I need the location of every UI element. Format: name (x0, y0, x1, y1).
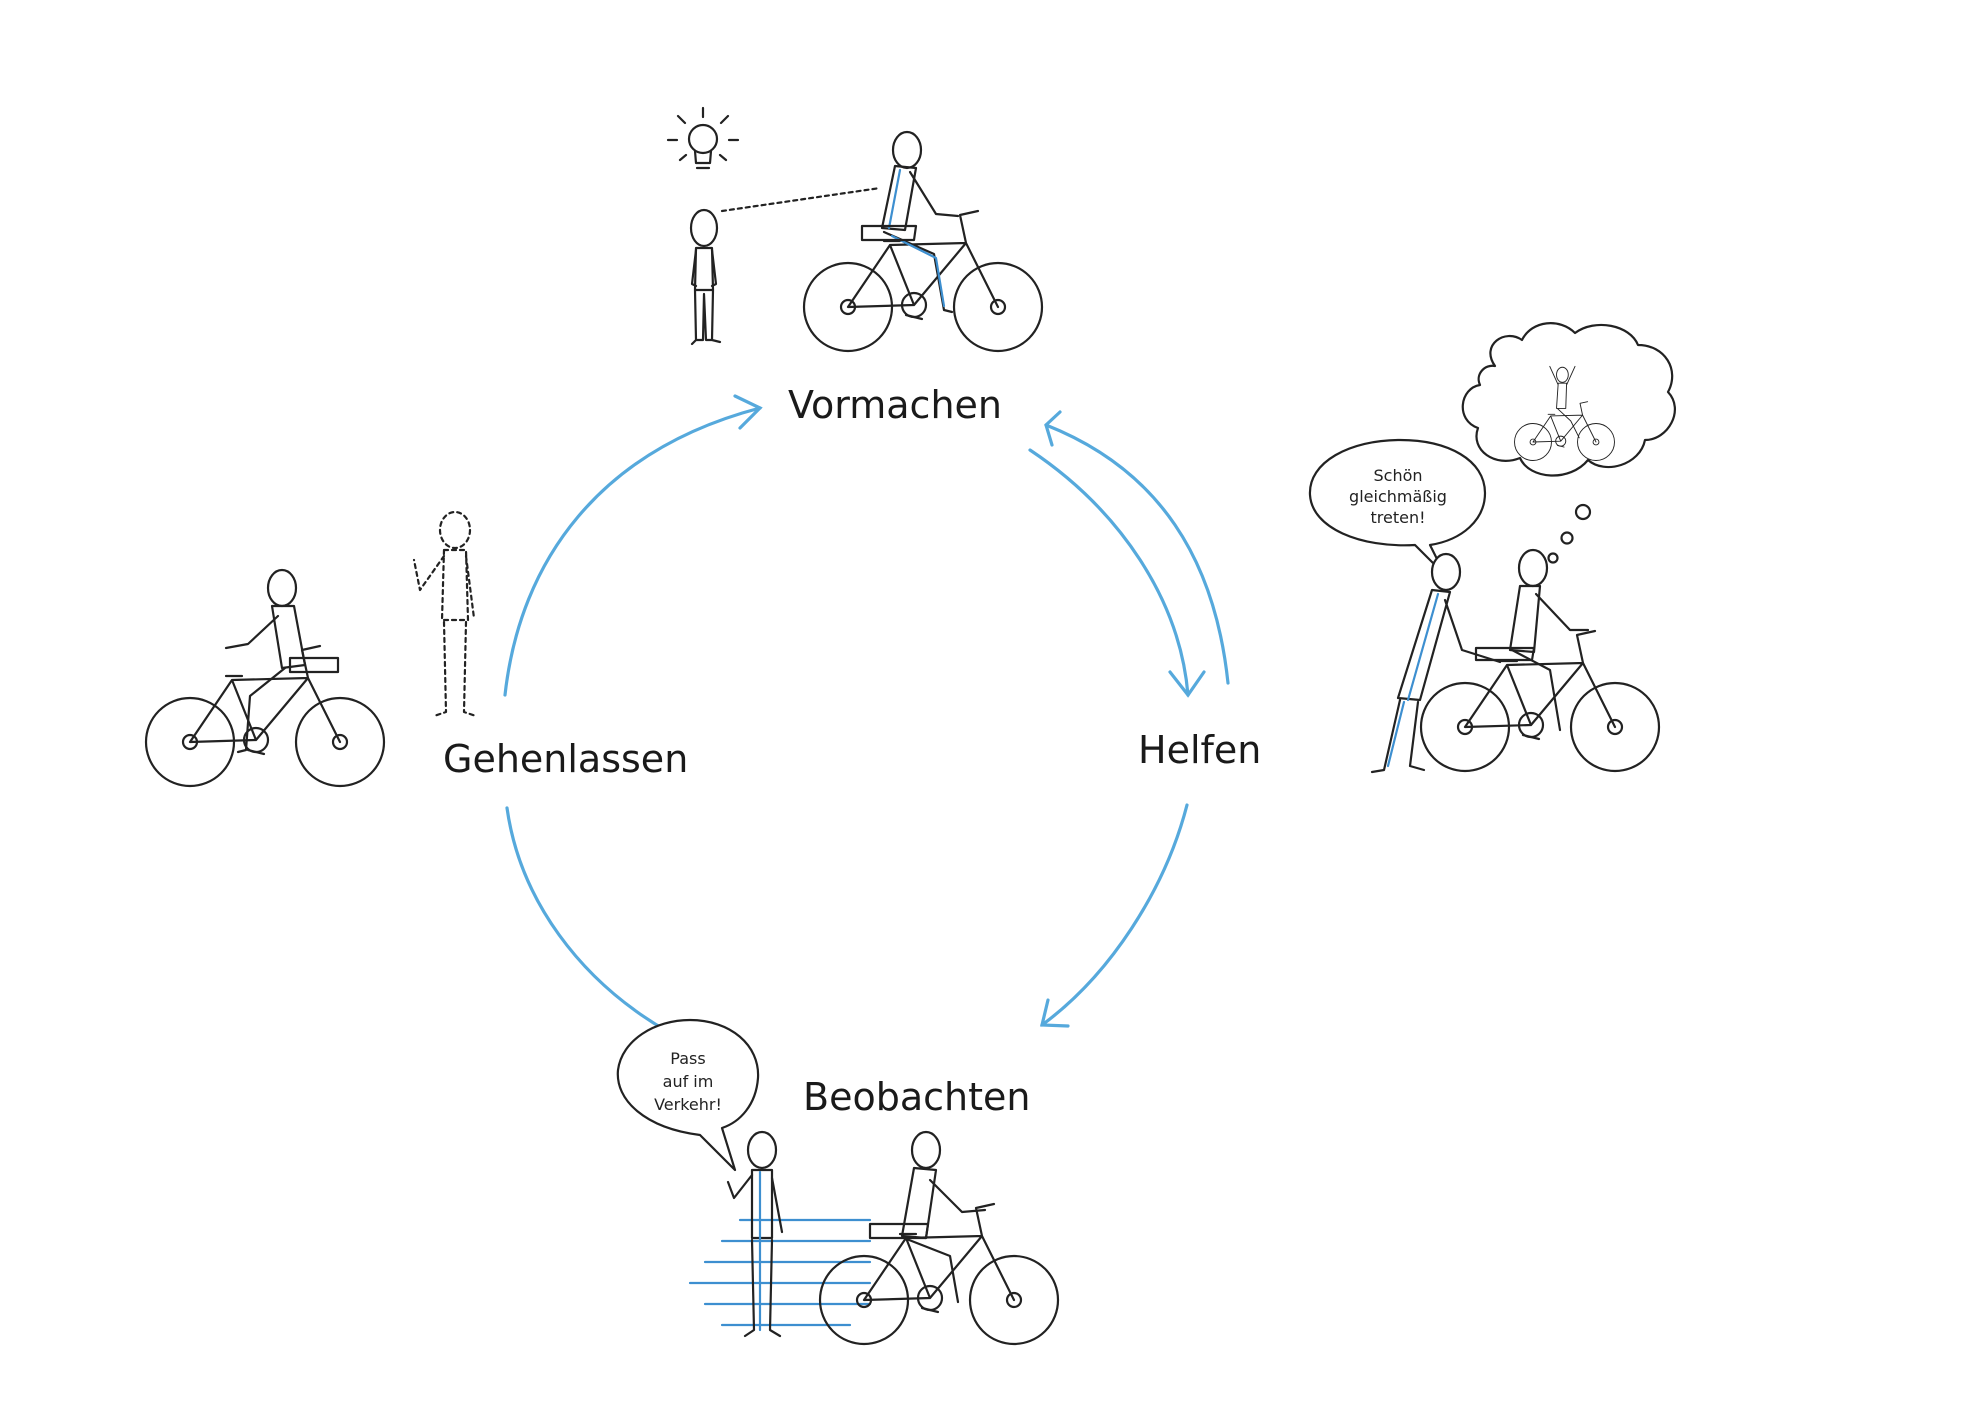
cycle-arrows (503, 394, 1230, 1032)
speech-bubble-beobachten: Pass auf im Verkehr! (616, 1018, 760, 1172)
dashed-sightline (720, 186, 882, 213)
arrow-bottom-to-left (505, 806, 667, 1032)
thought-bubble (1461, 322, 1676, 564)
teacher-fading-out (412, 510, 478, 718)
label-helfen: Helfen (1138, 728, 1261, 772)
illustration-beobachten: Pass auf im Verkehr! (616, 1018, 1060, 1346)
label-gehenlassen: Gehenlassen (443, 737, 688, 781)
rider-observed (868, 1130, 987, 1304)
speech-line-3: Verkehr! (654, 1095, 722, 1114)
arrow-left-to-top (503, 406, 762, 697)
illustration-gehenlassen (144, 510, 478, 788)
label-beobachten: Beobachten (803, 1075, 1030, 1119)
arrowhead-bottom (1039, 998, 1070, 1028)
arrowhead-top-left (733, 394, 763, 430)
helper-pushing (1370, 552, 1502, 774)
lightbulb-icon (666, 106, 740, 170)
speech-line-1: Schön (1373, 466, 1422, 485)
rider-independent (224, 568, 340, 754)
arrow-top-to-right (1028, 448, 1190, 697)
speech-line-3: treten! (1370, 508, 1425, 527)
illustration-vormachen (666, 106, 1044, 353)
arrowhead-right-down (1168, 670, 1206, 698)
rider-learning (1474, 548, 1590, 732)
label-vormachen: Vormachen (788, 383, 1002, 427)
speech-line-2: gleichmäßig (1349, 487, 1447, 506)
rider-demonstrating (860, 130, 960, 314)
arrow-right-to-top (1044, 423, 1230, 685)
speech-line-1: Pass (670, 1049, 705, 1068)
illustration-helfen: Schön gleichmäßig treten! (1308, 322, 1676, 774)
speech-line-2: auf im (663, 1072, 714, 1091)
speech-bubble-helfen: Schön gleichmäßig treten! (1308, 438, 1487, 577)
arrow-right-to-bottom (1040, 803, 1189, 1027)
arrowhead-top-right (1044, 410, 1062, 447)
motion-lines (688, 1218, 872, 1327)
observer-figure (726, 1130, 784, 1338)
